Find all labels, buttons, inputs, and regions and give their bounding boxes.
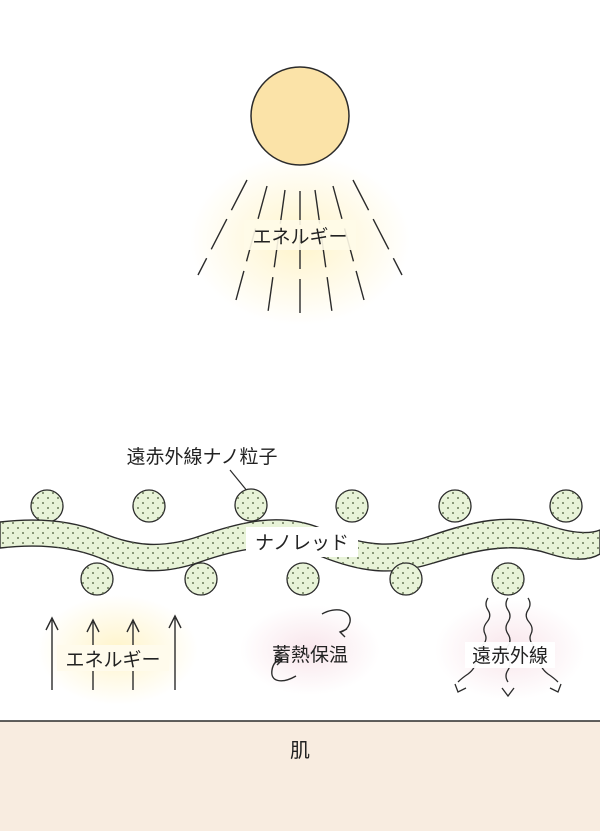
wavy-arrow-icon xyxy=(525,597,562,693)
skin-label: 肌 xyxy=(290,738,310,762)
sun-energy-label: エネルギー xyxy=(252,226,347,248)
nanored-layer: ナノレッド xyxy=(0,518,600,572)
skin-area xyxy=(0,721,600,831)
particle-callout: 遠赤外線ナノ粒子 xyxy=(126,446,278,493)
sun-group: エネルギー xyxy=(190,66,410,325)
far-infrared-label: 遠赤外線 xyxy=(472,645,548,667)
up-energy-label: エネルギー xyxy=(65,649,160,671)
wavy-arrow-icon xyxy=(501,597,515,698)
lower-particles xyxy=(80,562,525,596)
sun-icon xyxy=(250,66,350,166)
wavy-arrow-icon xyxy=(454,597,491,693)
heat-storage-group: 蓄熱保温 xyxy=(240,605,380,695)
skin-layer: 肌 xyxy=(0,720,600,831)
arrow-up-icon xyxy=(45,616,59,690)
circular-arrow-icon xyxy=(271,655,297,682)
energy-up-group: エネルギー xyxy=(38,595,198,705)
heat-storage-label: 蓄熱保温 xyxy=(272,644,348,666)
particle-callout-label: 遠赤外線ナノ粒子 xyxy=(126,446,277,468)
far-infrared-group: 遠赤外線 xyxy=(435,597,585,700)
upper-particles xyxy=(30,488,583,523)
circular-arrow-icon xyxy=(321,609,351,638)
arrow-up-icon xyxy=(168,614,182,690)
nanored-label: ナノレッド xyxy=(255,532,349,554)
callout-leader-line xyxy=(229,469,249,493)
